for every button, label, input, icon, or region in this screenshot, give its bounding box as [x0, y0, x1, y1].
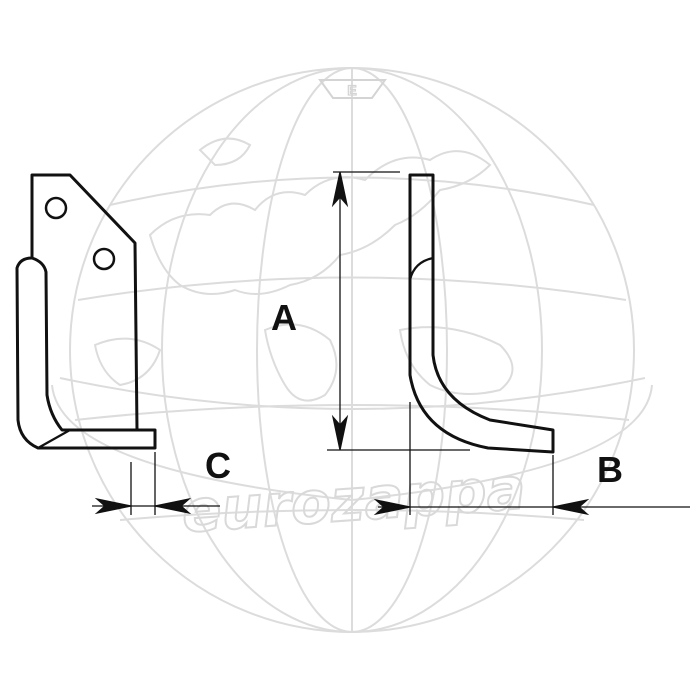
blade-front-bevel [36, 428, 72, 450]
blade-side-inner-edge [408, 256, 435, 282]
blade-front-view [15, 173, 157, 450]
arrowhead-c-left [94, 497, 132, 515]
globe-watermark-icon [69, 67, 635, 633]
arrowhead-a-bottom [331, 414, 349, 451]
dimension-c [92, 452, 220, 515]
dimension-label-c: C [205, 445, 231, 486]
badge-watermark-icon: E [318, 79, 387, 99]
arrowhead-c-right [154, 497, 192, 515]
blade-side-outline [408, 173, 555, 454]
arrowhead-b-right [552, 498, 590, 516]
mounting-hole-lower [92, 247, 116, 271]
badge-letter: E [347, 82, 356, 98]
globe-ring-watermark-inner [59, 377, 646, 410]
dimension-b [373, 402, 690, 516]
dimension-label-b: B [597, 449, 623, 490]
blade-side-view [408, 173, 555, 454]
blade-front-outline [15, 173, 157, 450]
arrowhead-b-left [373, 498, 411, 516]
globe-ring-watermark [51, 384, 653, 502]
dimension-label-a: A [271, 297, 297, 338]
dimension-a [327, 171, 470, 451]
arrowhead-a-top [331, 171, 349, 208]
blade-front-inner-edge [30, 256, 139, 432]
mounting-hole-upper [44, 196, 68, 220]
brand-watermark: eurozappa [180, 454, 528, 546]
watermark: E eurozappa [51, 67, 653, 633]
